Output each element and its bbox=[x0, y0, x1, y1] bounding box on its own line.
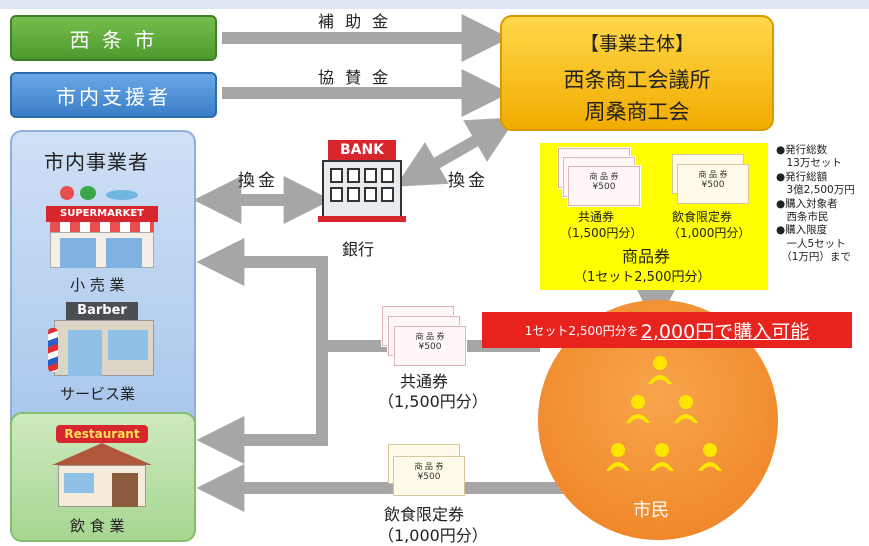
fact-line: ●購入対象者 bbox=[776, 197, 838, 210]
entity-box: 【事業主体】 西条商工会議所 周桑商工会 bbox=[500, 15, 774, 131]
flow-common-amount: （1,500円分） bbox=[378, 392, 488, 411]
fact-line: 3億2,500万円 bbox=[776, 184, 855, 197]
ticket-value: ¥500 bbox=[417, 472, 441, 482]
panel-common-amount: （1,500円分） bbox=[560, 226, 643, 240]
people-icons bbox=[606, 356, 722, 471]
bank-label: 銀行 bbox=[342, 240, 375, 259]
entity-line2: 周桑商工会 bbox=[584, 100, 690, 124]
barber-icon: Barber bbox=[46, 302, 158, 376]
ticket-head: 商 品 券 bbox=[698, 170, 728, 179]
panel-food: 飲食限定券 bbox=[672, 210, 733, 224]
entity-line1: 西条商工会議所 bbox=[563, 68, 711, 92]
fact-line: ●購入限度 bbox=[776, 224, 828, 237]
person-icon bbox=[674, 395, 698, 423]
fact-line: 西条市民 bbox=[776, 211, 829, 224]
supporters-box: 市内支援者 bbox=[10, 72, 217, 118]
panel-title: 商品券 bbox=[622, 247, 671, 266]
ticket-value: ¥500 bbox=[701, 180, 725, 190]
city-label: 西 条 市 bbox=[69, 27, 158, 52]
fact-line: ●発行総数 bbox=[776, 144, 828, 156]
flow-food-amount: （1,000円分） bbox=[378, 526, 488, 545]
exchange-left-label: 換金 bbox=[238, 171, 278, 191]
exchange-right-label: 換金 bbox=[448, 171, 488, 191]
supermarket-sign: SUPERMARKET bbox=[46, 206, 158, 222]
panel-set: （1セット2,500円分） bbox=[574, 270, 711, 285]
city-box: 西 条 市 bbox=[10, 15, 217, 61]
flow-food-ticket-front: 商 品 券 ¥500 bbox=[393, 456, 465, 496]
facts-list: ●発行総数 13万セット ●発行総額 3億2,500万円 ●購入対象者 西条市民… bbox=[776, 144, 868, 265]
arrow-exchange-right bbox=[395, 117, 517, 187]
fact-line: ●発行総額 bbox=[776, 170, 828, 183]
sponsorship-label: 協 賛 金 bbox=[318, 68, 392, 87]
subsidy-label: 補 助 金 bbox=[318, 12, 392, 31]
flow-common-ticket-front: 商 品 券 ¥500 bbox=[394, 326, 466, 366]
ticket-value: ¥500 bbox=[418, 342, 442, 352]
person-icon bbox=[648, 356, 672, 384]
citizen-label: 市民 bbox=[633, 500, 669, 521]
person-icon bbox=[650, 443, 674, 471]
service-label: サービス業 bbox=[60, 385, 136, 403]
restaurant-sign: Restaurant bbox=[56, 425, 148, 443]
person-icon bbox=[606, 443, 630, 471]
retail-label: 小 売 業 bbox=[70, 276, 125, 294]
panel-common: 共通券 bbox=[578, 210, 615, 224]
ticket-head: 商 品 券 bbox=[414, 462, 444, 471]
fact-line: （1万円）まで bbox=[776, 251, 851, 264]
food-label: 飲 食 業 bbox=[70, 517, 125, 535]
common-ticket-front: 商 品 券 ¥500 bbox=[568, 166, 640, 206]
purchase-banner: 1セット2,500円分を 2,000円で購入可能 bbox=[482, 312, 852, 348]
restaurant-icon: Restaurant bbox=[46, 425, 158, 507]
top-banner bbox=[0, 0, 869, 9]
purchase-highlight: 2,000円で購入可能 bbox=[640, 320, 810, 343]
bank-icon: BANK bbox=[318, 140, 406, 226]
panel-food-amount: （1,000円分） bbox=[668, 226, 751, 240]
purchase-prefix: 1セット2,500円分を bbox=[524, 323, 639, 338]
entity-title: 【事業主体】 bbox=[579, 33, 694, 55]
person-icon bbox=[698, 443, 722, 471]
flow-food-label: 飲食限定券 bbox=[384, 505, 465, 524]
ticket-head: 商 品 券 bbox=[415, 332, 445, 341]
barber-sign: Barber bbox=[66, 302, 138, 320]
flow-common-label: 共通券 bbox=[400, 372, 449, 391]
ticket-head: 商 品 券 bbox=[589, 172, 619, 181]
arrow-common-branch bbox=[196, 346, 328, 464]
supermarket-icon: SUPERMARKET bbox=[46, 186, 158, 268]
businesses-title: 市内事業者 bbox=[44, 150, 149, 174]
supporters-label: 市内支援者 bbox=[56, 84, 171, 109]
fact-line: 一人5セット bbox=[776, 237, 846, 250]
person-icon bbox=[626, 395, 650, 423]
food-ticket-front: 商 品 券 ¥500 bbox=[677, 164, 749, 204]
bank-sign: BANK bbox=[328, 140, 396, 160]
ticket-value: ¥500 bbox=[592, 182, 616, 192]
fact-line: 13万セット bbox=[776, 157, 842, 170]
